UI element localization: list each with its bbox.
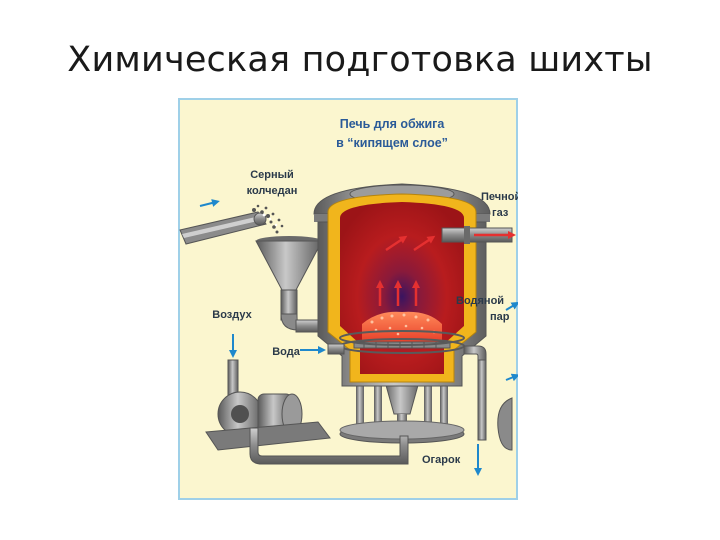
air-label: Воздух [212,309,252,321]
conveyor-belt [179,204,284,245]
furnace-diagram: Печь для обжига в “кипящем слое” Серный … [178,98,518,500]
rising-gas-arrows [376,235,436,306]
furnace-base [339,377,465,444]
steam-pipe [463,301,518,451]
slide-title: Химическая подготовка шихты [67,40,653,80]
pyrite-arrow [199,199,220,207]
steam-label-line2: пар [490,311,510,323]
water-label: Вода [272,346,301,358]
furnace-gas-label-line2: газ [492,207,509,219]
air-blower [205,334,409,465]
pyrite-label-line1: Серный [250,169,294,181]
furnace-gas-label-line1: Печной [481,191,518,203]
cinder-label: Огарок [422,454,461,466]
steam-label-line1: Водяной [456,295,504,307]
gas-outlet-pipe [441,226,516,244]
pyrite-label-line2: колчедан [247,185,298,197]
furnace-title-line1: Печь для обжига [340,117,446,131]
water-inlet [300,343,345,355]
furnace-title-line2: в “кипящем слое” [336,136,448,150]
